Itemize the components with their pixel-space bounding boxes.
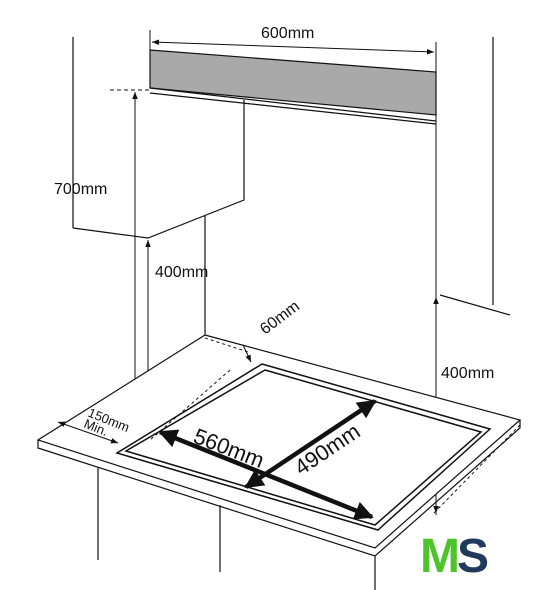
logo-letter-m: M xyxy=(420,530,457,583)
cutout-outer xyxy=(115,363,492,531)
dim-label-600mm: 600mm xyxy=(261,25,314,42)
guide-right xyxy=(431,424,521,516)
dim-arrow-600 xyxy=(151,39,435,55)
dim-label-400mm-side: 400mm xyxy=(441,365,494,382)
arrow-490 xyxy=(244,399,377,489)
dim-label-400mm-cabinet: 400mm xyxy=(155,264,208,281)
dimension-700mm: 700mm xyxy=(54,89,152,413)
dim-label-60mm: 60mm xyxy=(257,298,303,338)
dim-label-700mm: 700mm xyxy=(54,181,107,198)
hob-cutout xyxy=(115,363,492,531)
walls-and-cabinet xyxy=(72,37,511,335)
cutout-inner xyxy=(124,369,483,526)
dim-arrow-150 xyxy=(57,421,119,444)
hood-underside-edge xyxy=(149,92,437,125)
wall-cabinet-outline xyxy=(72,100,245,239)
svg-text:MS: MS xyxy=(420,530,488,583)
cooker-hood xyxy=(149,49,437,125)
ms-logo: MS xyxy=(420,530,491,583)
hood-body xyxy=(149,49,437,116)
dim-arrow-60 xyxy=(242,344,252,363)
dimension-150mm-min: 150mm Min. xyxy=(57,405,132,444)
guide-rear xyxy=(204,337,249,353)
dashed-guides xyxy=(149,337,521,516)
hood-underside xyxy=(149,87,437,122)
right-wall-base xyxy=(439,294,511,316)
logo-letter-s: S xyxy=(457,530,488,583)
